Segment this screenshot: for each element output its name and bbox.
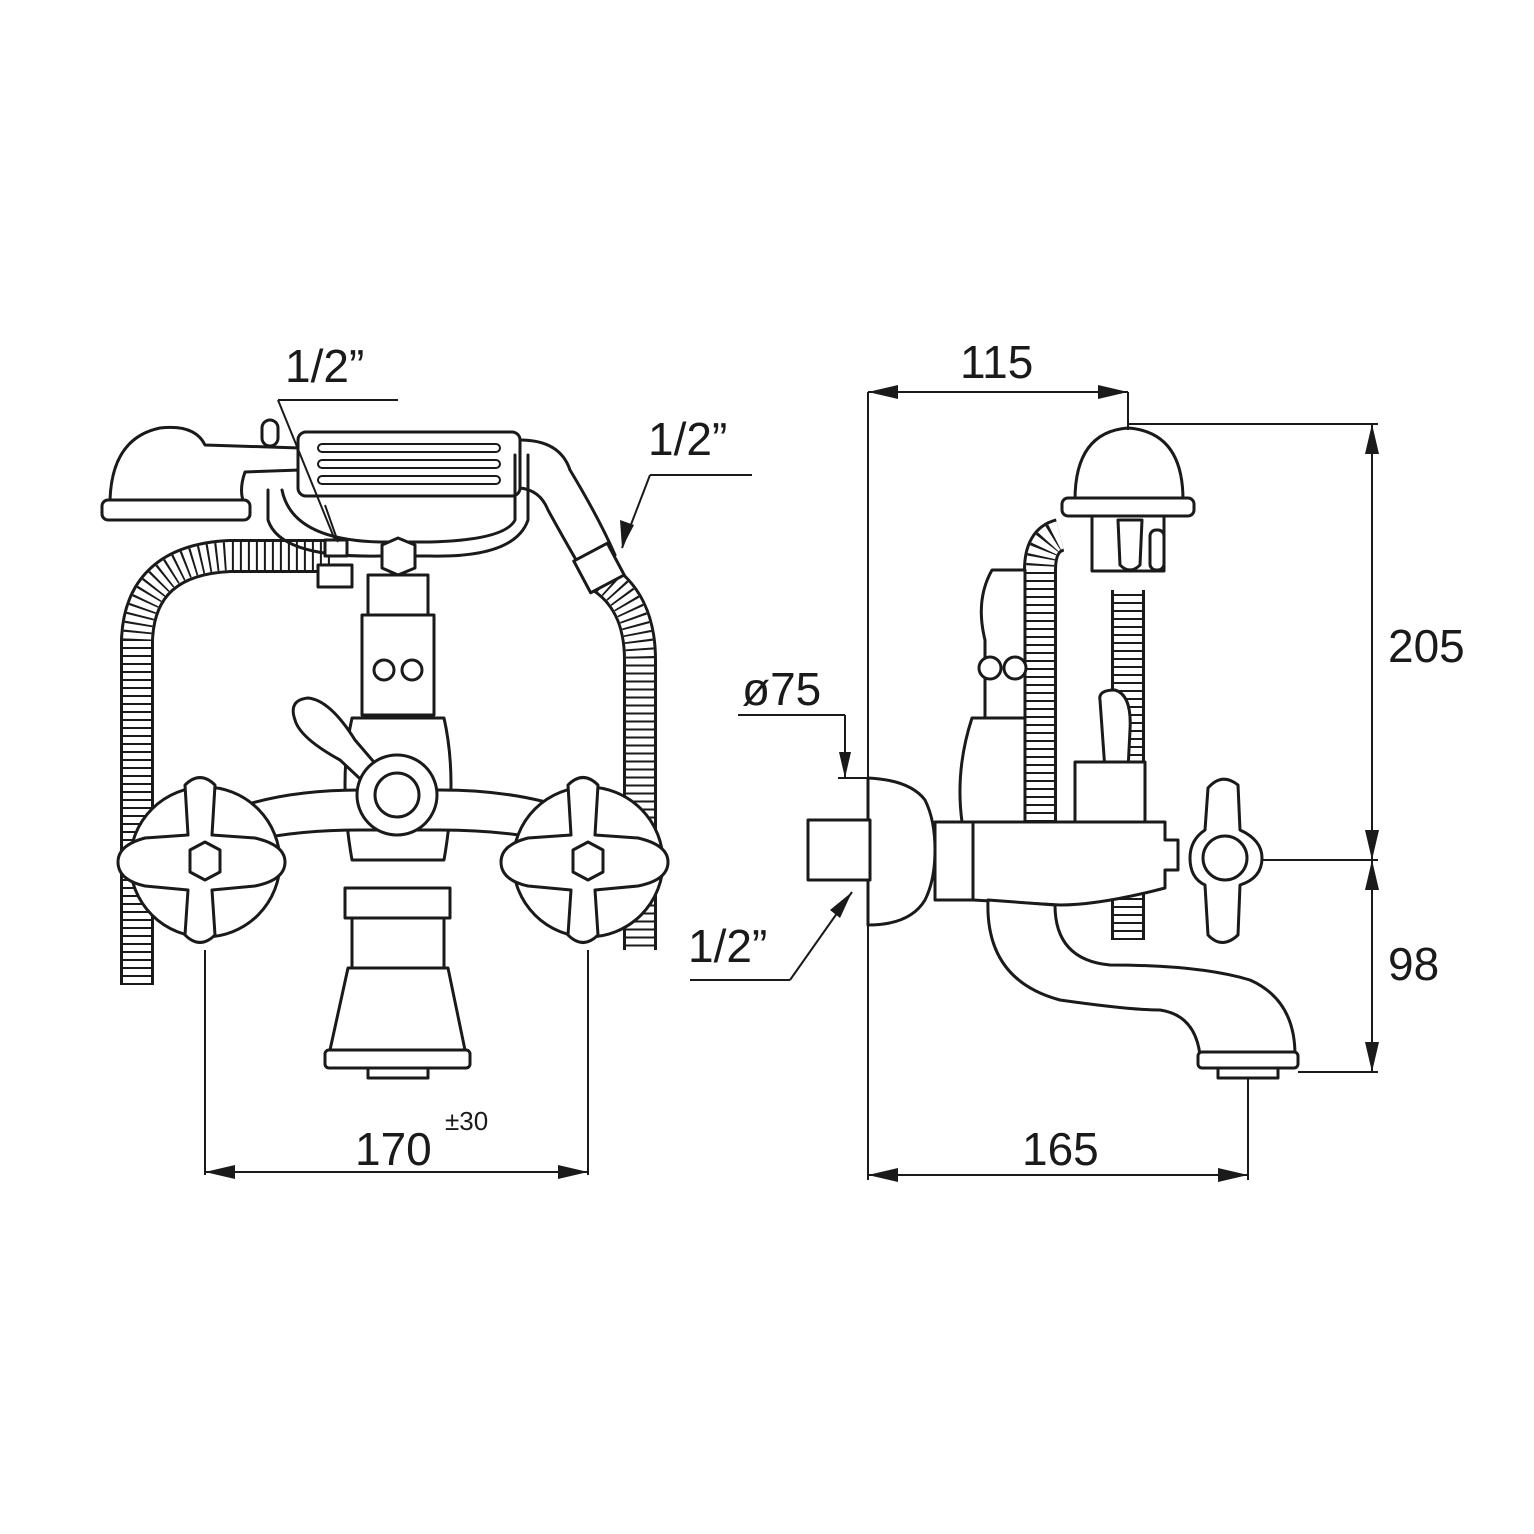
front-spout (323, 916, 472, 1080)
left-tap (116, 776, 287, 944)
side-cross-handle (1188, 777, 1264, 944)
centres-value: 170 (355, 1123, 432, 1175)
handshower-thread-label: 1/2” (648, 413, 727, 465)
spout-projection-value: 165 (1022, 1123, 1099, 1175)
inlet-thread-label: 1/2” (688, 920, 767, 972)
diverter-lever (291, 696, 439, 837)
centres-tolerance: ±30 (445, 1106, 488, 1136)
side-view: 115 205 98 165 (688, 336, 1465, 1182)
right-tap (499, 776, 670, 944)
height-below-axis-value: 98 (1388, 938, 1439, 990)
side-handshower-head (1060, 426, 1196, 573)
handshower-hose-nut (572, 541, 626, 595)
depth-top-value: 115 (960, 336, 1033, 388)
leader-flange-diameter: ø75 (738, 663, 868, 779)
dim-spout-projection: 165 (867, 925, 1249, 1182)
side-mixer-body (933, 820, 1180, 907)
leader-handshower-thread: 1/2” (620, 413, 752, 549)
front-hose (120, 539, 330, 985)
side-body-column (958, 568, 1147, 826)
handshower-grip (296, 430, 617, 577)
side-wall-flange (806, 776, 937, 927)
handshower-cradle (266, 453, 530, 589)
dim-heights: 205 98 (1128, 423, 1465, 1073)
dim-depth-top: 115 (867, 336, 1129, 785)
flange-diameter-label: ø75 (742, 663, 821, 715)
front-view: 170 ±30 1/2” 1/2” (100, 340, 752, 1179)
height-above-axis-value: 205 (1388, 620, 1465, 672)
dim-centres: 170 ±30 (204, 950, 589, 1179)
diverter-column (360, 573, 436, 717)
side-spout (986, 898, 1300, 1080)
handshower-head (100, 418, 302, 522)
hose-thread-label: 1/2” (285, 340, 364, 392)
leader-inlet-thread: 1/2” (688, 891, 853, 981)
leader-hose-thread: 1/2” (277, 340, 398, 541)
